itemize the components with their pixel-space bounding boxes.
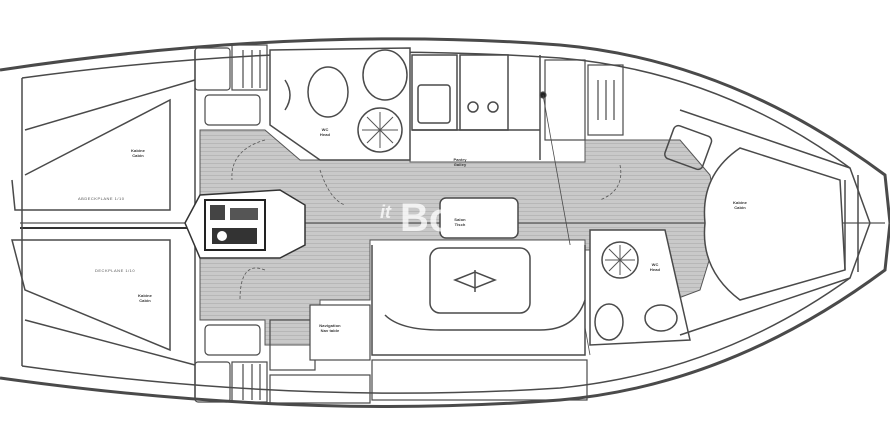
chart-table xyxy=(269,304,588,404)
forward-cabin-label: Kabine Cabin xyxy=(720,200,760,210)
engine-compartment xyxy=(184,189,306,259)
galley-label-line1: Pantry xyxy=(453,157,467,162)
forward-head xyxy=(589,229,691,346)
forward-head-label-line1: WC xyxy=(651,262,659,267)
aft-cabin-port-label-line1: Kabine xyxy=(131,148,145,153)
aft-cabin-port-label: Kabine Cabin xyxy=(118,148,158,158)
aft-cabin-starboard-label-line2: Cabin xyxy=(139,298,151,303)
aft-head-label-line2: Head xyxy=(319,132,331,137)
salon-label-line1: Salon xyxy=(454,217,466,222)
nav-station-label-line1: Navigation xyxy=(319,323,341,328)
galley-label: Pantry Galley xyxy=(440,157,480,167)
watermark-text: Bo xyxy=(400,196,454,240)
nav-station-label-line2: Nav table xyxy=(320,328,340,333)
aft-head-label: WC Head xyxy=(310,127,340,137)
watermark-prefix: it xyxy=(380,202,391,222)
aft-cabins xyxy=(11,50,196,400)
forward-cabin xyxy=(664,109,859,336)
aft-lockers xyxy=(194,44,268,403)
nav-station-label: Navigation Nav table xyxy=(310,323,350,333)
aft-cabin-port-label-line2: Cabin xyxy=(132,153,144,158)
salon xyxy=(371,197,586,356)
forward-head-label: WC Head xyxy=(640,262,670,272)
galley xyxy=(411,54,541,160)
salon-label-line2: Tisch xyxy=(454,222,466,227)
aft-head xyxy=(269,47,411,161)
aft-cabin-starboard-note: DECKPLANE 1/10 xyxy=(95,268,136,273)
forward-cabin-label-line1: Kabine xyxy=(733,200,747,205)
aft-head-label-line1: WC xyxy=(321,127,329,132)
forward-head-label-line2: Head xyxy=(649,267,661,272)
forward-cabin-label-line2: Cabin xyxy=(734,205,746,210)
salon-label: Salon Tisch xyxy=(440,217,480,227)
door-swings xyxy=(231,139,622,301)
aft-cabin-starboard-label-line1: Kabine xyxy=(138,293,152,298)
aft-cabin-port-note: ABDECKPLANE 1/10 xyxy=(78,196,125,201)
aft-cabin-starboard-label: Kabine Cabin xyxy=(125,293,165,303)
galley-label-line2: Galley xyxy=(453,162,467,167)
